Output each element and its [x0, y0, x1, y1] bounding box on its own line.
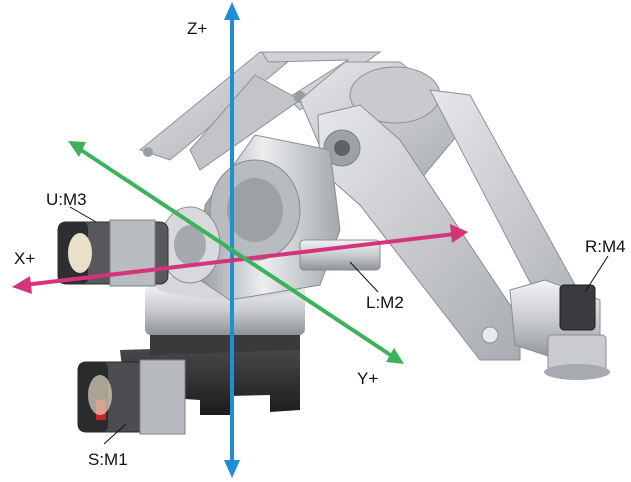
- y-axis-label: Y+: [357, 369, 378, 388]
- z-axis-top-arrowhead: [224, 2, 240, 20]
- forearm-link: [317, 104, 521, 361]
- s-m1-label: S:M1: [88, 450, 128, 469]
- z-axis-label: Z+: [187, 19, 207, 38]
- axis-arrows: [12, 2, 468, 478]
- l-m2-leader: [349, 261, 379, 293]
- wrist-end-effector: [509, 279, 610, 380]
- s-m1-motor: [77, 359, 186, 435]
- x-axis-right-arrowhead: [450, 224, 468, 243]
- l-m2-label: L:M2: [366, 293, 404, 312]
- y-axis-top-arrowhead: [68, 141, 86, 157]
- x-axis-label: X+: [14, 249, 35, 268]
- leader-lines: [69, 206, 609, 445]
- x-axis-line: [23, 232, 456, 287]
- y-axis-bottom-arrowhead: [386, 348, 404, 364]
- z-axis-bottom-arrowhead: [224, 460, 240, 478]
- s-m1-leader: [103, 423, 127, 445]
- u-m3-label: U:M3: [46, 190, 87, 209]
- u-m3-leader: [69, 206, 97, 223]
- labels: Z+ X+ Y+ U:M3 L:M2 R:M4 S:M1: [14, 19, 626, 469]
- r-m4-leader: [584, 255, 609, 293]
- u-m3-motor: [57, 219, 169, 287]
- y-axis-line: [76, 146, 394, 358]
- r-m4-label: R:M4: [585, 237, 626, 256]
- robot-illustration: [57, 51, 610, 435]
- x-axis-left-arrowhead: [12, 276, 32, 294]
